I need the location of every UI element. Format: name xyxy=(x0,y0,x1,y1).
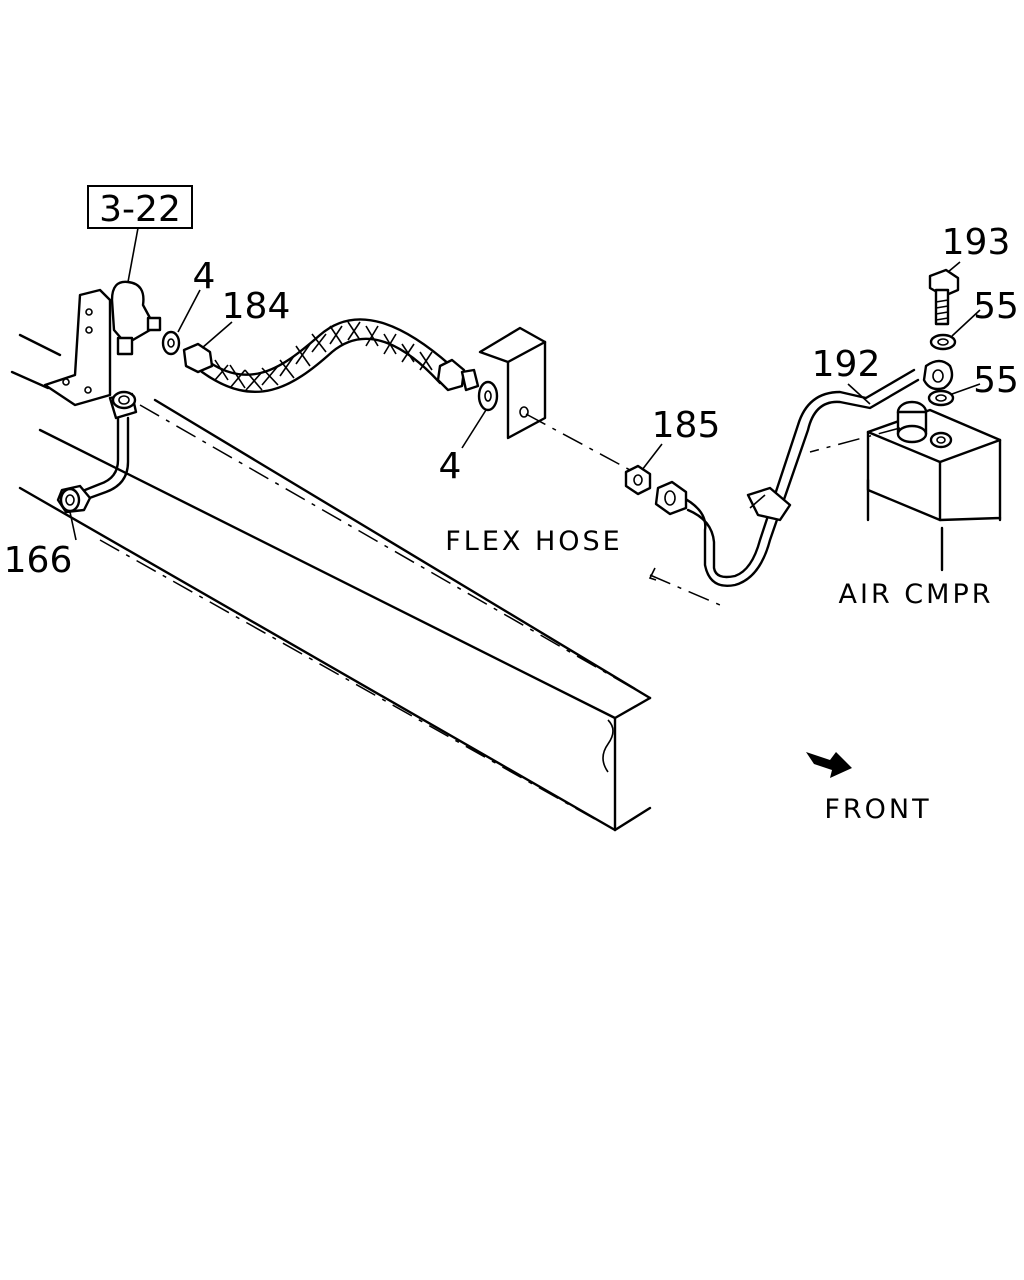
washer-4-left xyxy=(161,330,181,356)
washer-55-upper xyxy=(929,333,957,351)
note-flex-hose: FLEX HOSE xyxy=(445,526,622,557)
air-compressor xyxy=(809,400,1002,572)
callout-166: 166 xyxy=(4,540,73,581)
banjo-bolt-193 xyxy=(928,268,960,326)
callout-192: 192 xyxy=(812,344,881,385)
pipe-166 xyxy=(56,390,138,514)
frame-rail xyxy=(10,333,652,832)
ref-box-frame xyxy=(87,185,193,229)
mounting-plate xyxy=(478,326,631,471)
note-front: FRONT xyxy=(824,794,931,825)
pipe-192 xyxy=(648,359,954,606)
note-air-cmpr: AIR CMPR xyxy=(839,579,994,610)
valve-bracket xyxy=(43,280,162,407)
front-arrow-icon xyxy=(806,752,852,778)
callout-55-lower: 55 xyxy=(973,360,1019,401)
ref-box-label: 3-22 xyxy=(99,189,181,230)
washer-4-right xyxy=(477,380,499,412)
callout-55-upper: 55 xyxy=(973,286,1019,327)
callout-185: 185 xyxy=(652,405,721,446)
nut-185 xyxy=(624,464,652,496)
flex-hose-184 xyxy=(182,318,480,394)
leader-lines xyxy=(69,227,981,541)
washer-55-lower xyxy=(927,389,955,407)
callout-184: 184 xyxy=(222,286,291,327)
callout-4-upper: 4 xyxy=(193,256,216,297)
callout-4-lower: 4 xyxy=(439,446,462,487)
callout-193: 193 xyxy=(942,222,1011,263)
